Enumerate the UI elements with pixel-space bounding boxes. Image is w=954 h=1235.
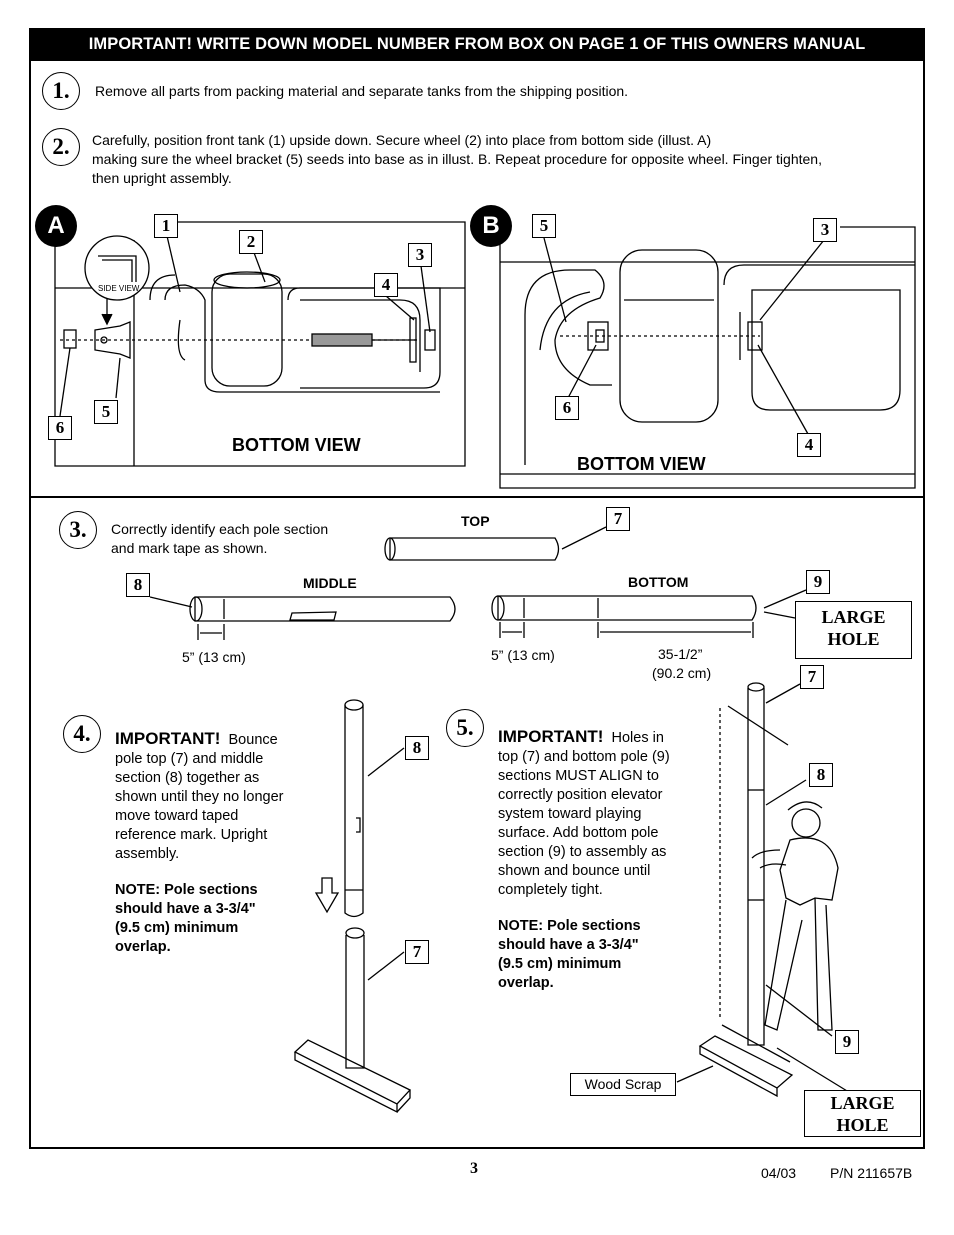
step-1-text: Remove all parts from packing material a… [95,83,629,99]
step-2-line-3: then upright assembly. [92,170,232,186]
callout-step4-7: 7 [405,940,429,964]
step-4-note-1: should have a 3-3/4" [115,901,256,917]
step-4-note-2: (9.5 cm) minimum [115,920,239,936]
large-hole-line-2: HOLE [827,629,880,649]
callout-a-5: 5 [94,400,118,424]
step-4-line-4: move toward taped [115,808,239,824]
callout-step5-9: 9 [835,1030,859,1054]
callout-pole-7: 7 [606,507,630,531]
callout-a-6: 6 [48,416,72,440]
step-5-important: IMPORTANT! [498,727,604,746]
large-hole-box-step5: LARGE HOLE [804,1090,921,1137]
callout-pole-8: 8 [126,573,150,597]
step-5-note-2: (9.5 cm) minimum [498,956,622,972]
step-4-line-0: Bounce [228,732,278,748]
step-5-note-0: NOTE: Pole sections [498,918,641,934]
step-5-note-3: overlap. [498,975,554,991]
callout-b-3: 3 [813,218,837,242]
wood-scrap-label: Wood Scrap [570,1073,676,1096]
footer-date: 04/03 [761,1165,797,1181]
step-5-line-5: surface. Add bottom pole [498,825,659,841]
step-4-text: IMPORTANT! Bounce pole top (7) and middl… [115,729,283,957]
step-4-important: IMPORTANT! [115,729,221,748]
large-hole-5-line-1: LARGE [830,1093,895,1113]
step-5-line-7: shown and bounce until [498,863,651,879]
side-view-label: SIDE VIEW [98,284,140,293]
callout-a-2: 2 [239,230,263,254]
page-header: IMPORTANT! WRITE DOWN MODEL NUMBER FROM … [29,28,925,61]
callout-b-5: 5 [532,214,556,238]
callout-b-4: 4 [797,433,821,457]
callout-a-4: 4 [374,273,398,297]
section-divider [29,496,925,498]
step-5-number: 5. [446,709,484,747]
pole-bottom-label: BOTTOM [628,574,689,590]
callout-a-3: 3 [408,243,432,267]
step-5-line-4: system toward playing [498,806,642,822]
callout-b-6: 6 [555,396,579,420]
step-5-line-6: section (9) to assembly as [498,844,667,860]
step-1-number: 1. [42,72,80,110]
step-5-line-2: sections MUST ALIGN to [498,768,659,784]
callout-a-1: 1 [154,214,178,238]
footer-part-number: P/N 211657B [830,1165,913,1181]
step-2-line-1: Carefully, position front tank (1) upsid… [92,132,712,148]
dim-long-1: 35-1/2” [658,646,703,662]
large-hole-5-line-2: HOLE [836,1115,889,1135]
large-hole-box-step3: LARGE HOLE [795,601,912,659]
step-3-line-1: Correctly identify each pole section [111,521,329,537]
step-4-line-5: reference mark. Upright [115,827,268,843]
step-5-note-1: should have a 3-3/4" [498,937,639,953]
pole-top-label: TOP [461,513,490,529]
step-5-line-0: Holes in [611,730,664,746]
step-5-line-1: top (7) and bottom pole (9) [498,749,670,765]
step-5-text: IMPORTANT! Holes in top (7) and bottom p… [498,727,670,993]
illustration-b-badge: B [470,205,512,247]
illustration-a-caption: BOTTOM VIEW [232,435,361,455]
illustration-b-caption: BOTTOM VIEW [577,454,706,474]
callout-step4-8: 8 [405,736,429,760]
illustration-a-badge: A [35,205,77,247]
down-arrow-icon [314,877,340,914]
page-number: 3 [470,1160,478,1177]
step-4-line-3: shown until they no longer [115,789,284,805]
callout-step5-7: 7 [800,665,824,689]
dim-long-2: (90.2 cm) [652,665,712,681]
step-4-line-1: pole top (7) and middle [115,751,264,767]
step-4-note-0: NOTE: Pole sections [115,882,258,898]
callout-step5-8: 8 [809,763,833,787]
step-4-line-6: assembly. [115,846,180,862]
step-2-line-2: making sure the wheel bracket (5) seeds … [92,151,822,167]
step-4-line-2: section (8) together as [115,770,260,786]
step-5-line-8: completely tight. [498,882,603,898]
step-4-note-3: overlap. [115,939,171,955]
step-5-line-3: correctly position elevator [498,787,663,803]
step-4-number: 4. [63,715,101,753]
dim-bottom: 5” (13 cm) [491,647,555,663]
callout-pole-9: 9 [806,570,830,594]
dim-middle: 5” (13 cm) [182,649,246,665]
large-hole-line-1: LARGE [821,607,886,627]
pole-middle-label: MIDDLE [303,575,357,591]
step-3-number: 3. [59,511,97,549]
step-3-line-2: and mark tape as shown. [111,540,268,556]
step-2-number: 2. [42,128,80,166]
